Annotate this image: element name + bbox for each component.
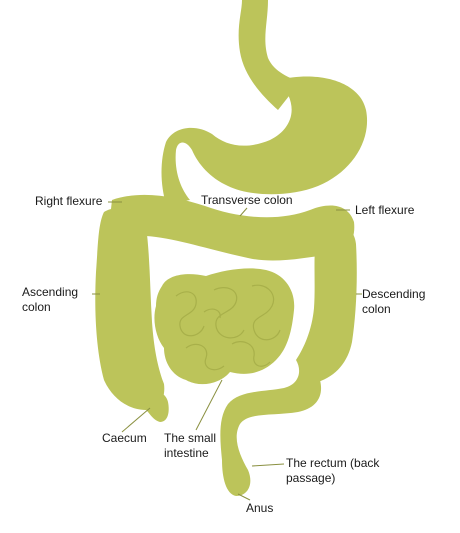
ascending-colon <box>95 208 165 410</box>
label-rectum-line2: passage) <box>286 471 336 485</box>
label-ascending-colon-line1: Ascending <box>22 285 79 299</box>
leader-lines <box>92 201 362 501</box>
label-descending-colon-line2: colon <box>362 302 391 316</box>
caecum <box>140 389 169 422</box>
label-small-intestine: The small intestine <box>164 431 216 461</box>
transverse-colon <box>110 194 355 261</box>
small-intestine-coils <box>175 284 281 371</box>
label-anus: Anus <box>246 501 274 515</box>
label-small-intestine-line1: The small <box>164 431 217 445</box>
label-ascending-colon-line2: colon <box>22 300 51 314</box>
stomach <box>161 76 368 204</box>
small-intestine <box>154 268 295 385</box>
label-left-flexure: Left flexure <box>355 203 415 217</box>
label-right-flexure: Right flexure <box>35 194 103 208</box>
label-descending-colon-line1: Descending <box>362 287 426 301</box>
label-transverse-colon: Transverse colon <box>201 193 293 207</box>
label-rectum: The rectum (back passage) <box>286 456 379 486</box>
label-small-intestine-line2: intestine <box>164 446 209 460</box>
label-descending-colon: Descending colon <box>362 287 425 317</box>
label-rectum-line1: The rectum (back <box>286 456 380 470</box>
descending-colon <box>296 222 357 382</box>
label-caecum: Caecum <box>102 431 147 445</box>
label-ascending-colon: Ascending colon <box>22 285 78 315</box>
rectum <box>220 360 322 496</box>
